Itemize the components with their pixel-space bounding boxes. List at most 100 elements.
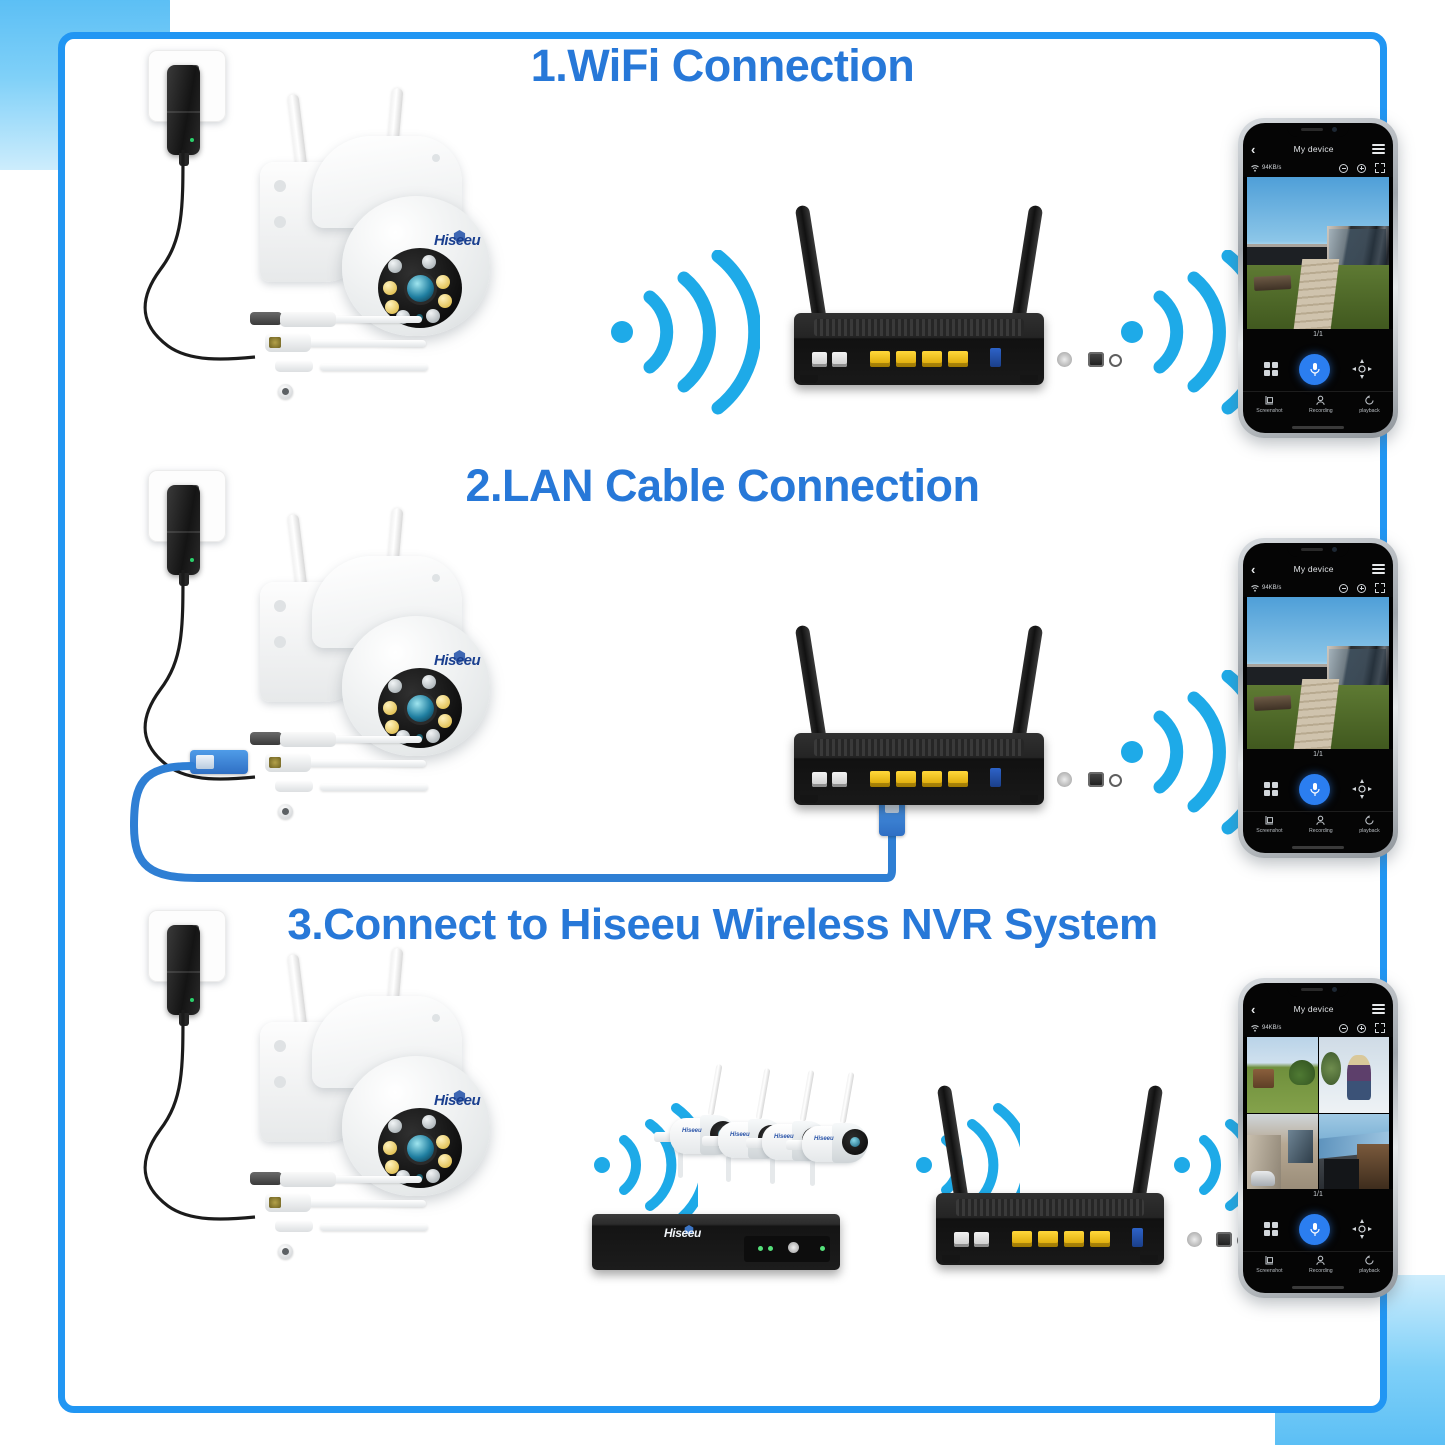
footer-item-recording[interactable]: Recording: [1309, 815, 1333, 834]
router-lan-port[interactable]: [870, 771, 890, 787]
menu-icon[interactable]: [1372, 144, 1385, 154]
footer-item-screenshot[interactable]: Screenshot: [1256, 1255, 1283, 1274]
router-port-row: [954, 1228, 1250, 1247]
zoom-in-icon[interactable]: [1357, 163, 1366, 173]
pan-tilt-icon[interactable]: [1352, 1219, 1373, 1239]
footer-item-playback[interactable]: playback: [1359, 815, 1380, 834]
router-lan-port[interactable]: [1090, 1231, 1110, 1247]
quad-channel-3[interactable]: [1247, 1113, 1318, 1189]
router-power-jack[interactable]: [1216, 1232, 1232, 1247]
pan-tilt-icon[interactable]: [1352, 359, 1373, 379]
router-coax-port[interactable]: [1057, 352, 1072, 367]
menu-icon[interactable]: [1372, 1004, 1385, 1014]
pan-tilt-icon[interactable]: [1352, 779, 1373, 799]
router-phone-port[interactable]: [812, 352, 827, 367]
router-phone-port[interactable]: [954, 1232, 969, 1247]
section-title-nvr: 3.Connect to Hiseeu Wireless NVR System: [287, 900, 1158, 949]
nvr-ir-receiver: [788, 1242, 799, 1253]
grid-view-icon[interactable]: [1263, 782, 1278, 796]
router-lan-port[interactable]: [922, 771, 942, 787]
video-viewport[interactable]: [1243, 597, 1393, 749]
video-viewport[interactable]: [1243, 177, 1393, 329]
footer-item-screenshot[interactable]: Screenshot: [1256, 395, 1283, 414]
router-coax-port[interactable]: [1187, 1232, 1202, 1247]
quad-channel-1[interactable]: [1247, 1037, 1318, 1113]
microphone-icon[interactable]: [1299, 1213, 1331, 1245]
adapter-led: [190, 998, 194, 1002]
camera-brand-label: Hiseeu: [434, 232, 481, 249]
footer-label-playback: playback: [1359, 1268, 1380, 1274]
wifi-router: [788, 204, 1122, 395]
quad-channel-2[interactable]: [1318, 1037, 1389, 1113]
page-indicator: 1/1: [1313, 1191, 1323, 1198]
router-lan-port[interactable]: [1038, 1231, 1058, 1247]
back-icon[interactable]: ‹: [1251, 1001, 1256, 1017]
router-phone-port[interactable]: [812, 772, 827, 787]
footer-item-recording[interactable]: Recording: [1309, 395, 1333, 414]
router-usb-port[interactable]: [1132, 1228, 1143, 1247]
zoom-out-icon[interactable]: [1339, 1023, 1348, 1033]
footer-item-screenshot[interactable]: Screenshot: [1256, 815, 1283, 834]
fullscreen-icon[interactable]: [1375, 1023, 1385, 1033]
smartphone-app-preview: ‹ My device 94KB/s: [1238, 118, 1398, 438]
router-lan-port[interactable]: [948, 771, 968, 787]
router-power-jack[interactable]: [1088, 352, 1104, 367]
quad-channel-4[interactable]: [1318, 1113, 1389, 1189]
camera-lens: [407, 695, 434, 722]
ir-led: [422, 1115, 436, 1129]
router-lan-port[interactable]: [948, 351, 968, 367]
router-power-button[interactable]: [1109, 774, 1122, 787]
app-controls: [1243, 345, 1393, 393]
router-phone-port[interactable]: [832, 352, 847, 367]
microphone-icon[interactable]: [1299, 773, 1331, 805]
router-antenna-right: [1010, 204, 1044, 326]
fullscreen-icon[interactable]: [1375, 163, 1385, 173]
router-usb-port[interactable]: [990, 348, 1001, 367]
router-lan-port[interactable]: [896, 351, 916, 367]
back-icon[interactable]: ‹: [1251, 141, 1256, 157]
router-phone-port[interactable]: [974, 1232, 989, 1247]
app-controls: [1243, 765, 1393, 813]
footer-item-playback[interactable]: playback: [1359, 1255, 1380, 1274]
reset-button[interactable]: [278, 384, 293, 399]
router-lan-port[interactable]: [870, 351, 890, 367]
ir-led-warm: [436, 275, 450, 289]
ir-led-warm: [385, 300, 399, 314]
router-coax-port[interactable]: [1057, 772, 1072, 787]
zoom-out-icon[interactable]: [1339, 163, 1348, 173]
router-power-jack[interactable]: [1088, 772, 1104, 787]
router-antenna-right: [1130, 1084, 1164, 1206]
zoom-in-icon[interactable]: [1357, 583, 1366, 593]
zoom-out-icon[interactable]: [1339, 583, 1348, 593]
ir-led-warm: [438, 294, 452, 308]
video-viewport[interactable]: [1243, 1037, 1393, 1189]
router-body: [794, 313, 1122, 385]
reset-button[interactable]: [278, 804, 293, 819]
zoom-in-icon[interactable]: [1357, 1023, 1366, 1033]
bullet-brand-label: Hiseeu: [814, 1136, 834, 1142]
router-usb-port[interactable]: [990, 768, 1001, 787]
router-lan-port[interactable]: [1064, 1231, 1084, 1247]
home-indicator: [1292, 846, 1344, 849]
camera-live-view: [1247, 597, 1389, 749]
grid-view-icon[interactable]: [1263, 1222, 1278, 1236]
router-lan-port[interactable]: [922, 351, 942, 367]
router-power-button[interactable]: [1109, 354, 1122, 367]
reset-button[interactable]: [278, 1244, 293, 1259]
phone-notch: [1287, 123, 1349, 137]
microphone-icon[interactable]: [1299, 353, 1331, 385]
back-icon[interactable]: ‹: [1251, 561, 1256, 577]
ir-led: [422, 675, 436, 689]
footer-item-recording[interactable]: Recording: [1309, 1255, 1333, 1274]
router-phone-port[interactable]: [832, 772, 847, 787]
reset-connector: [275, 1220, 313, 1232]
nvr-front-panel: [744, 1236, 830, 1262]
router-lan-port[interactable]: [1012, 1231, 1032, 1247]
menu-icon[interactable]: [1372, 564, 1385, 574]
grid-view-icon[interactable]: [1263, 362, 1278, 376]
router-lan-port[interactable]: [896, 771, 916, 787]
fullscreen-icon[interactable]: [1375, 583, 1385, 593]
footer-item-playback[interactable]: playback: [1359, 395, 1380, 414]
wifi-icon: [1251, 164, 1259, 172]
camera-screw: [432, 154, 440, 162]
